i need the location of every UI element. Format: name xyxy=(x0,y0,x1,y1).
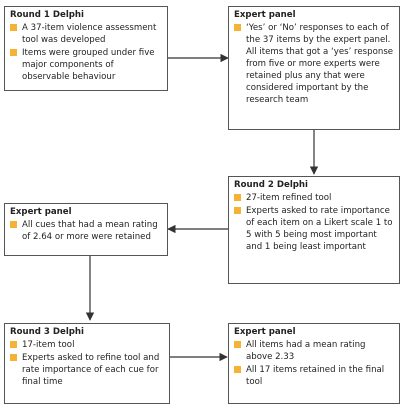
round2-box: Round 2 Delphi 27-item refined tool Expe… xyxy=(228,176,400,284)
panel3-item-text: All items had a mean rating above 2.33 xyxy=(246,340,366,362)
round1-box: Round 1 Delphi A 37-item violence assess… xyxy=(4,6,168,91)
round3-item: 17-item tool xyxy=(10,339,164,351)
bullet-square-icon xyxy=(234,24,241,31)
panel1-title: Expert panel xyxy=(234,10,296,20)
round3-box: Round 3 Delphi 17-item tool Experts aske… xyxy=(4,323,170,404)
round3-item-text: Experts asked to refine tool and rate im… xyxy=(22,353,160,387)
bullet-square-icon xyxy=(10,354,17,361)
bullet-square-icon xyxy=(234,207,241,214)
bullet-square-icon xyxy=(234,194,241,201)
bullet-square-icon xyxy=(10,341,17,348)
round1-item: A 37-item violence assessment tool was d… xyxy=(10,22,162,46)
round3-item-text: 17-item tool xyxy=(22,340,75,350)
panel3-item: All 17 items retained in the final tool xyxy=(234,364,394,388)
panel2-box: Expert panel All cues that had a mean ra… xyxy=(4,203,168,256)
round2-item: 27-item refined tool xyxy=(234,192,394,204)
bullet-square-icon xyxy=(234,366,241,373)
panel3-item: All items had a mean rating above 2.33 xyxy=(234,339,394,363)
round1-title: Round 1 Delphi xyxy=(10,10,84,20)
round1-item: Items were grouped under five major comp… xyxy=(10,47,162,83)
panel1-item-text: ‘Yes’ or ‘No’ responses to each of the 3… xyxy=(246,23,394,105)
round2-item-text: Experts asked to rate importance of each… xyxy=(246,206,393,252)
round2-item: Experts asked to rate importance of each… xyxy=(234,205,394,253)
round2-item-text: 27-item refined tool xyxy=(246,193,332,203)
round2-title: Round 2 Delphi xyxy=(234,180,308,190)
panel3-item-text: All 17 items retained in the final tool xyxy=(246,365,385,387)
panel2-item: All cues that had a mean rating of 2.64 … xyxy=(10,219,162,243)
round1-item-text: Items were grouped under five major comp… xyxy=(22,48,155,82)
bullet-square-icon xyxy=(10,24,17,31)
panel1-box: Expert panel ‘Yes’ or ‘No’ responses to … xyxy=(228,6,400,130)
bullet-square-icon xyxy=(234,341,241,348)
round3-item: Experts asked to refine tool and rate im… xyxy=(10,352,164,388)
panel2-item-text: All cues that had a mean rating of 2.64 … xyxy=(22,220,158,242)
bullet-square-icon xyxy=(10,49,17,56)
panel1-item: ‘Yes’ or ‘No’ responses to each of the 3… xyxy=(234,22,394,106)
panel3-box: Expert panel All items had a mean rating… xyxy=(228,323,400,404)
round3-title: Round 3 Delphi xyxy=(10,327,84,337)
panel3-title: Expert panel xyxy=(234,327,296,337)
bullet-square-icon xyxy=(10,221,17,228)
round1-item-text: A 37-item violence assessment tool was d… xyxy=(22,23,157,45)
panel2-title: Expert panel xyxy=(10,207,72,217)
